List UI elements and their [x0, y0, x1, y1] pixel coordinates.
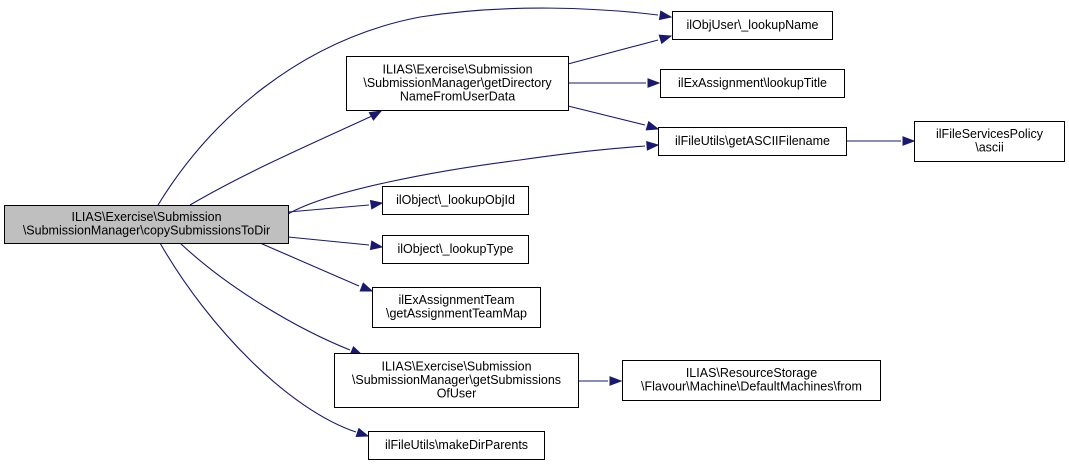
- edge-getSubs-to-from: [578, 376, 623, 386]
- node-copy-submissions-to-dir[interactable]: ILIAS\Exercise\Submission\SubmissionMana…: [4, 205, 289, 244]
- node-get-submissions-of-user[interactable]: ILIAS\Exercise\Submission\SubmissionMana…: [334, 353, 579, 408]
- node-label-line: ilExAssignment\lookupTitle: [678, 76, 827, 90]
- node-box[interactable]: [334, 353, 579, 408]
- edge-line: [157, 7, 659, 206]
- edge-line: [159, 242, 357, 433]
- edge-line: [179, 242, 351, 351]
- arrowhead-icon: [646, 140, 660, 151]
- node-label-line: ILIAS\Exercise\Submission: [71, 210, 221, 224]
- edge-line: [567, 39, 659, 65]
- arrowhead-icon: [647, 78, 661, 88]
- edge-line: [567, 105, 646, 126]
- edge-getASCII-to-ascii: [846, 136, 916, 146]
- node-lookup-title[interactable]: ilExAssignment\lookupTitle: [660, 69, 845, 98]
- edges-layer: [157, 7, 916, 438]
- node-box[interactable]: [4, 205, 289, 244]
- node-label-line: ilFileUtils\getASCIIFilename: [675, 134, 830, 148]
- node-label-line: \getAssignmentTeamMap: [386, 307, 527, 321]
- node-label-line: \SubmissionManager\getSubmissions: [352, 373, 561, 387]
- node-box[interactable]: [658, 127, 847, 156]
- node-box[interactable]: [382, 235, 529, 264]
- node-label-line: \SubmissionManager\copySubmissionsToDir: [23, 224, 270, 238]
- edge-root-to-lookupName: [157, 7, 673, 206]
- node-get-ascii-filename[interactable]: ilFileUtils\getASCIIFilename: [658, 127, 847, 156]
- edge-line: [287, 145, 646, 215]
- node-get-directory-name[interactable]: ILIAS\Exercise\Submission\SubmissionMana…: [346, 56, 569, 111]
- arrowhead-icon: [359, 282, 374, 292]
- edge-getDirName-to-getASCII: [567, 105, 660, 131]
- node-label-line: ilObjUser\_lookupName: [686, 18, 818, 32]
- node-box[interactable]: [622, 360, 881, 401]
- node-box[interactable]: [346, 56, 569, 111]
- nodes-layer: ILIAS\Exercise\Submission\SubmissionMana…: [4, 11, 1065, 460]
- node-make-dir-parents[interactable]: ilFileUtils\makeDirParents: [368, 431, 545, 460]
- arrowhead-icon: [609, 376, 623, 386]
- node-box[interactable]: [372, 287, 541, 328]
- node-label-line: OfUser: [437, 386, 477, 400]
- edge-line: [287, 204, 370, 213]
- arrowhead-icon: [902, 136, 916, 146]
- node-label-line: \Flavour\Machine\DefaultMachines\from: [641, 380, 862, 394]
- edge-root-to-lookupObjId: [287, 199, 384, 213]
- node-label-line: ilObject\_lookupType: [397, 242, 513, 256]
- arrowhead-icon: [658, 10, 673, 21]
- edge-root-to-getDirName: [189, 110, 383, 206]
- node-label-line: \SubmissionManager\getDirectory: [363, 76, 552, 90]
- node-label-line: ILIAS\Exercise\Submission: [382, 62, 532, 76]
- node-box[interactable]: [672, 11, 833, 40]
- node-label-line: ILIAS\Exercise\Submission: [381, 359, 531, 373]
- edge-getDirName-to-lookupTitle: [568, 78, 661, 88]
- node-box[interactable]: [914, 121, 1065, 162]
- node-label-line: ilFileServicesPolicy: [936, 127, 1044, 141]
- edge-getDirName-to-lookupName: [567, 34, 673, 65]
- node-label-line: ilExAssignmentTeam: [398, 293, 514, 307]
- edge-root-to-lookupType: [287, 236, 384, 251]
- node-label-line: ILIAS\ResourceStorage: [686, 366, 817, 380]
- edge-root-to-getSubs: [179, 242, 364, 356]
- arrowhead-icon: [645, 120, 660, 131]
- edge-line: [189, 115, 373, 206]
- edge-root-to-makeDir: [159, 242, 370, 438]
- node-lookup-obj-id[interactable]: ilObject\_lookupObjId: [382, 186, 529, 215]
- node-lookup-type[interactable]: ilObject\_lookupType: [382, 235, 529, 264]
- arrowhead-icon: [368, 110, 383, 121]
- node-default-machines-from[interactable]: ILIAS\ResourceStorage\Flavour\Machine\De…: [622, 360, 881, 401]
- node-label-line: ilObject\_lookupObjId: [396, 193, 515, 207]
- node-box[interactable]: [382, 186, 529, 215]
- node-box[interactable]: [660, 69, 845, 98]
- edge-root-to-getASCII: [287, 140, 660, 215]
- edge-line: [259, 242, 360, 287]
- arrowhead-icon: [355, 427, 370, 438]
- edge-root-to-teamMap: [259, 242, 374, 292]
- node-label-line: NameFromUserData: [400, 89, 515, 103]
- node-label-line: ilFileUtils\makeDirParents: [385, 438, 528, 452]
- edge-line: [287, 236, 370, 246]
- arrowhead-icon: [369, 240, 384, 251]
- node-lookup-name[interactable]: ilObjUser\_lookupName: [672, 11, 833, 40]
- arrowhead-icon: [369, 199, 384, 210]
- node-get-assignment-team-map[interactable]: ilExAssignmentTeam\getAssignmentTeamMap: [372, 287, 541, 328]
- node-file-services-policy-ascii[interactable]: ilFileServicesPolicy\ascii: [914, 121, 1065, 162]
- arrowhead-icon: [658, 34, 673, 45]
- node-box[interactable]: [368, 431, 545, 460]
- node-label-line: \ascii: [975, 141, 1003, 155]
